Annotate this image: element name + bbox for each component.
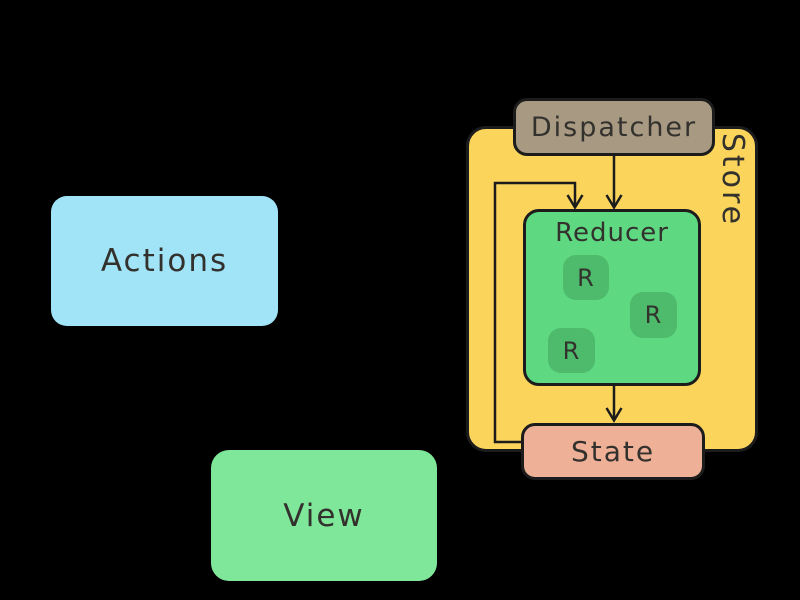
- view-node: View: [211, 450, 437, 581]
- reducer-label: Reducer: [555, 218, 669, 248]
- reducer-instance-chip: R: [548, 328, 595, 373]
- edge-dispatcher-reducer-arrowhead: [605, 194, 623, 210]
- reducer-instance-chip: R: [630, 292, 677, 338]
- edge-state-reducer-arrowhead: [566, 194, 584, 210]
- dispatcher-node: Dispatcher: [513, 98, 715, 156]
- reducer-node: Reducer R R R: [523, 209, 701, 386]
- actions-node: Actions: [51, 196, 278, 326]
- state-node: State: [521, 423, 705, 480]
- edge-reducer-state-arrowhead: [605, 407, 623, 423]
- edge-state-reducer-loop: [493, 181, 577, 444]
- reducer-instance-chip: R: [563, 255, 609, 300]
